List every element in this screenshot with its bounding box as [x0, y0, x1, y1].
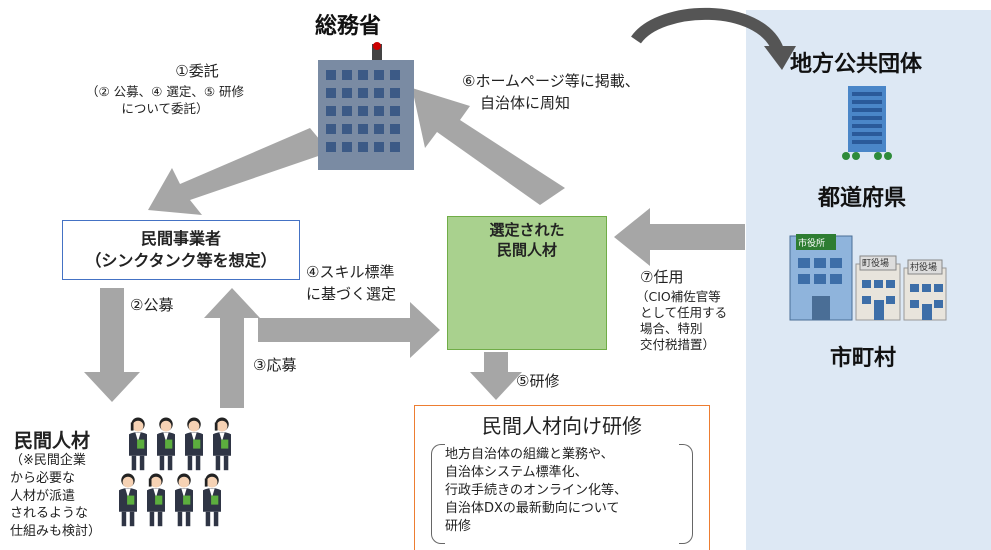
private-talent-note: （※民間企業 から必要な 人材が派遣 されるような 仕組みも検討）: [10, 452, 101, 541]
arrow-publish: [412, 88, 565, 205]
selected-talent-box: 選定された 民間人材: [447, 216, 607, 350]
appoint-detail-1: （CIO補佐官等: [636, 289, 721, 304]
arrow-curve-head: [764, 46, 796, 70]
person-icon: [157, 417, 175, 471]
town-hall-icon: [855, 255, 901, 321]
municipality-title: 市町村: [830, 346, 897, 371]
training-line: 地方自治体の組織と業務や、: [445, 447, 614, 462]
person-icon: [203, 473, 221, 527]
private-talent-note-line: （※民間企業: [10, 453, 86, 468]
sign-town-hall: 町役場: [862, 257, 889, 269]
private-talent-people-icons: [119, 417, 231, 527]
local-gov-title: 地方公共団体: [790, 52, 923, 77]
city-hall-icon: [789, 234, 853, 321]
apply-label: ③応募: [253, 356, 297, 374]
entrust-detail-1: （② 公募、④ 選定、⑤ 研修: [85, 84, 245, 99]
entrust-label: ①委託: [175, 62, 219, 80]
person-icon: [147, 473, 165, 527]
business-title: 民間事業者: [140, 229, 221, 249]
person-icon: [175, 473, 193, 527]
ministry-building-icon: [318, 42, 414, 170]
training-line: 自治体DXの最新動向について: [445, 500, 620, 516]
private-talent-note-line: されるような: [10, 506, 89, 522]
training-line: 行政手続きのオンライン化等、: [445, 482, 628, 498]
prefecture-building-icon: [842, 86, 892, 160]
business-subtitle: （シンクタンク等を想定）: [85, 251, 277, 270]
person-icon: [185, 417, 203, 471]
business-box: 民間事業者 （シンクタンク等を想定）: [62, 220, 300, 280]
training-box: 民間人材向け研修 地方自治体の組織と業務や、 自治体システム標準化、 行政手続き…: [414, 405, 710, 550]
appoint-detail-2: として任用する: [640, 305, 728, 320]
recruit-label: ②公募: [130, 296, 174, 314]
training-line: 自治体システム標準化、: [445, 464, 588, 480]
brace-left: [431, 444, 445, 544]
arrow-entrust: [148, 128, 330, 215]
arrow-curve: [631, 7, 784, 53]
skill-select-label-2: に基づく選定: [306, 285, 397, 303]
arrow-skill-select: [258, 302, 440, 358]
private-talent-note-line: から必要な: [10, 470, 76, 486]
arrow-apply: [204, 288, 260, 408]
selected-title-2: 民間人材: [496, 240, 557, 259]
appoint-detail-4: 交付税措置）: [640, 337, 716, 352]
brace-right: [679, 444, 693, 544]
sign-village-hall: 村役場: [910, 261, 937, 273]
arrow-recruit: [84, 288, 140, 402]
private-talent-note-line: 仕組みも検討）: [10, 524, 102, 540]
person-icon: [129, 417, 147, 471]
private-talent-title: 民間人材: [14, 430, 91, 452]
training-line: 研修: [445, 518, 472, 534]
person-icon: [119, 473, 137, 527]
arrow-training: [470, 352, 522, 400]
selected-title-1: 選定された: [489, 221, 565, 239]
skill-select-label-1: ④スキル標準: [306, 263, 395, 281]
training-title: 民間人材向け研修: [482, 414, 642, 438]
training-step-label: ⑤研修: [516, 372, 560, 390]
appoint-detail-3: 場合、特別: [640, 321, 703, 336]
appoint-label: ⑦任用: [640, 268, 684, 286]
person-icon: [213, 417, 231, 471]
publish-label-2: 自治体に周知: [480, 94, 571, 112]
arrow-appoint: [614, 208, 745, 266]
training-description: 地方自治体の組織と業務や、 自治体システム標準化、 行政手続きのオンライン化等、…: [445, 446, 695, 536]
private-talent-note-line: 人材が派遣: [10, 488, 76, 504]
entrust-detail-2: について委託）: [121, 101, 209, 116]
ministry-title: 総務省: [315, 14, 382, 39]
prefecture-title: 都道府県: [818, 186, 907, 211]
village-hall-icon: [903, 259, 947, 321]
publish-label-1: ⑥ホームページ等に掲載、: [462, 72, 640, 90]
sign-city-hall: 市役所: [798, 237, 825, 249]
